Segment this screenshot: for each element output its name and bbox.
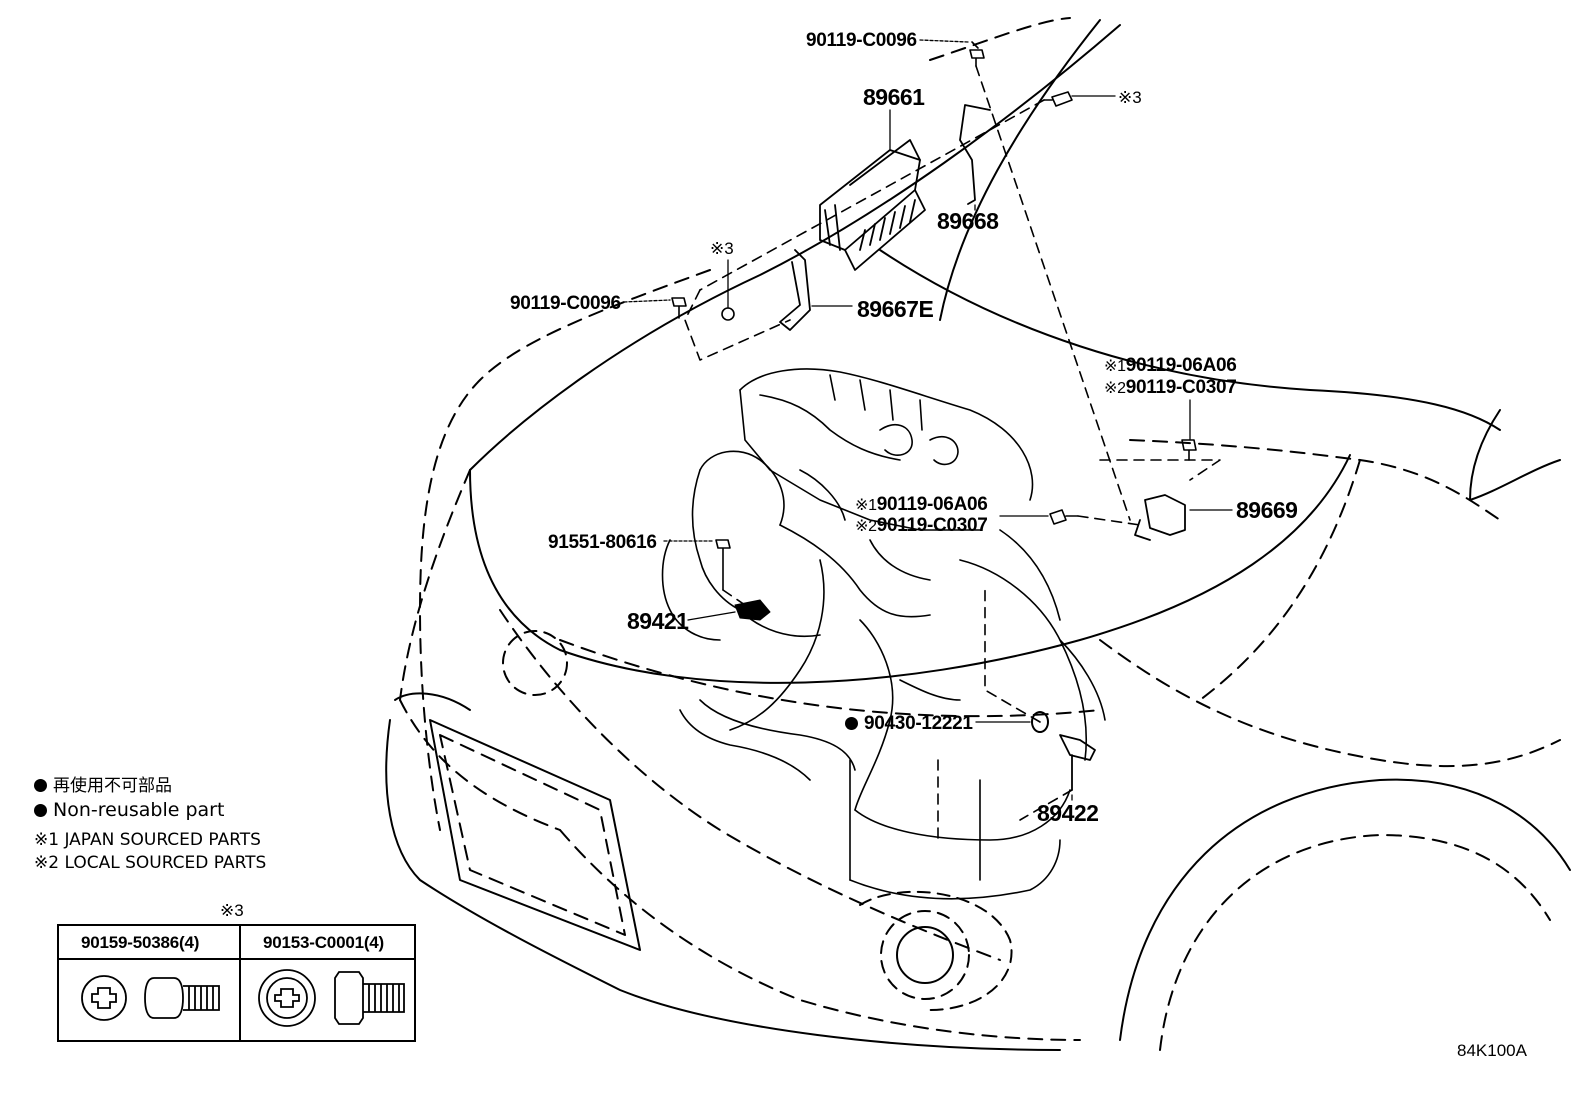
grille <box>429 719 641 951</box>
label-sensor-89422[interactable]: 89422 <box>1037 800 1099 826</box>
engine-assembly <box>661 368 1106 900</box>
bolt2-head-view <box>258 969 316 1027</box>
label-bolt-mid-jp[interactable]: ※190119-06A06 <box>855 494 988 515</box>
fog-light <box>896 926 954 984</box>
grille-inner <box>439 734 626 936</box>
hood-right-line <box>939 19 1101 321</box>
bracket-89667e <box>779 249 811 331</box>
fender-upper <box>1469 409 1561 501</box>
diagram-code: 84K100A <box>1457 1041 1527 1060</box>
note3-mark-left: ※3 <box>710 239 734 258</box>
label-bolt-right-local[interactable]: ※290119-C0307 <box>1104 377 1237 398</box>
label-leaders <box>623 39 1233 801</box>
table-col1-header[interactable]: 90159-50386(4) <box>81 933 200 952</box>
bullet-dot <box>34 804 47 817</box>
leader-lines <box>684 65 1221 841</box>
legend-note1: ※1 JAPAN SOURCED PARTS <box>34 830 261 850</box>
sensor-89422 <box>1059 734 1096 791</box>
sensor-89421 <box>734 599 771 621</box>
ecu-module <box>819 139 926 271</box>
note3-mark-top: ※3 <box>1118 88 1142 107</box>
gasket-90430 <box>1031 711 1049 733</box>
label-bolt-top[interactable]: 90119-C0096 <box>806 30 917 51</box>
label-bracket-89668[interactable]: 89668 <box>937 208 999 234</box>
label-bolt-mid-local[interactable]: ※290119-C0307 <box>855 515 988 536</box>
label-bracket-89667e[interactable]: 89667E <box>857 296 934 322</box>
body-dashed-2 <box>399 469 471 701</box>
table-ref-mark: ※3 <box>220 901 244 920</box>
label-ecu[interactable]: 89661 <box>863 84 925 110</box>
bolts <box>671 41 1197 591</box>
legend-nonreusable-en: Non-reusable part <box>34 801 266 820</box>
headlight-left <box>502 630 568 696</box>
sensor-89669 <box>1134 494 1186 541</box>
legend-note2: ※2 LOCAL SOURCED PARTS <box>34 853 267 873</box>
label-sensor-89669[interactable]: 89669 <box>1236 497 1298 523</box>
label-stud[interactable]: 91551-80616 <box>548 532 657 553</box>
body-dashed-4 <box>1199 459 1361 701</box>
fog-light-ring <box>880 910 970 1000</box>
legend-nonreusable-jp: 再使用不可部品 <box>34 778 266 795</box>
bumper-lower <box>559 829 1081 1041</box>
wheel-arch <box>1119 778 1571 1041</box>
table-divider <box>239 926 241 1040</box>
table-header <box>59 926 414 960</box>
bolt-illustrations <box>81 969 405 1027</box>
bolt1-side-view <box>144 977 184 1019</box>
bullet-dot <box>34 779 47 792</box>
hood-front-edge <box>469 454 1351 684</box>
windshield-line <box>929 17 1071 61</box>
bolt-reference-table: 90159-50386(4) 90153-C0001(4) <box>57 924 416 1042</box>
body-dashed-5 <box>559 639 1101 718</box>
bolt1-head-view <box>81 975 127 1021</box>
body-dashed-1 <box>419 269 711 831</box>
hood-outline <box>469 24 1121 471</box>
nonreusable-dot <box>845 717 858 730</box>
body-dashed-7 <box>399 699 561 831</box>
bumper-left-edge <box>394 692 471 711</box>
bumper-outline <box>385 719 1061 1051</box>
hood-rear-line <box>879 249 1501 431</box>
fog-light-housing <box>859 890 1013 1011</box>
bracket-89668 <box>959 104 991 205</box>
table-col2-header[interactable]: 90153-C0001(4) <box>263 933 385 952</box>
label-sensor-89421[interactable]: 89421 <box>627 608 689 634</box>
label-gasket[interactable]: 90430-12221 <box>845 714 973 733</box>
label-bolt-left[interactable]: 90119-C0096 <box>510 293 621 314</box>
fender-line <box>1099 639 1561 768</box>
wheel-arch-inner <box>1159 834 1551 1051</box>
label-bolt-right-jp[interactable]: ※190119-06A06 <box>1104 355 1237 376</box>
legend: 再使用不可部品 Non-reusable part ※1 JAPAN SOURC… <box>34 778 266 878</box>
bolt2-side-view <box>334 971 364 1025</box>
